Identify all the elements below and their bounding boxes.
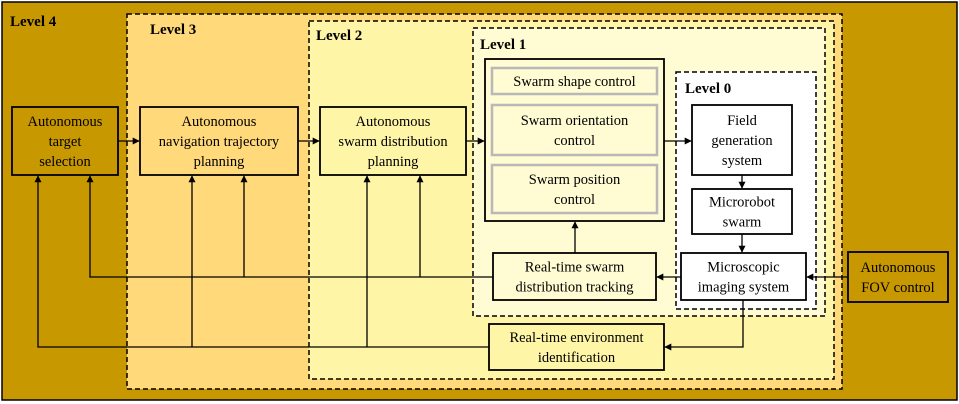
text-line: selection [39, 154, 91, 170]
shape-control-text: Swarm shape control [513, 74, 635, 90]
environment-identification-box: Real-time environment identification [488, 323, 665, 371]
text-line: Autonomous [356, 114, 431, 130]
fov-control-rect [847, 251, 949, 303]
environment-identification-rect [488, 323, 665, 371]
text-line: Microrobot [709, 195, 775, 211]
field-generation-text: Field generation system [711, 113, 773, 169]
text-line: Autonomous [861, 260, 936, 276]
text-line: control [554, 133, 595, 149]
distribution-planning-rect [319, 106, 467, 176]
tracking-feedback-line [86, 175, 493, 278]
field-generation-box: Field generation system [691, 104, 793, 176]
navigation-planning-rect [139, 106, 299, 176]
text-line: Autonomous [182, 114, 257, 130]
level2-label: Level 2 [316, 28, 362, 44]
text-line: FOV control [861, 280, 934, 296]
target-selection-rect [11, 106, 119, 176]
text-line: swarm distribution [338, 134, 448, 150]
text-line: Real-time swarm [525, 260, 625, 276]
level3-label: Level 3 [150, 22, 196, 38]
text-line: planning [368, 154, 419, 170]
target-selection-box: Autonomous target selection [11, 106, 119, 176]
position-control-rect [490, 163, 659, 215]
imaging-system-text: Microscopic imaging system [698, 260, 790, 296]
position-control-text: Swarm position control [529, 172, 621, 208]
text-line: Autonomous [28, 114, 103, 130]
distribution-tracking-rect [492, 252, 657, 301]
microrobot-swarm-box: Microrobot swarm [691, 188, 793, 235]
shape-control-rect [490, 66, 659, 96]
level0-label: Level 0 [685, 81, 731, 97]
text-line: target [49, 134, 82, 150]
orientation-control-box: Swarm orientation control [490, 103, 659, 157]
text-line: planning [194, 154, 245, 170]
text-line: Field [727, 113, 758, 129]
text-line: Swarm shape control [513, 74, 635, 90]
environment-identification-text: Real-time environment identification [509, 330, 643, 366]
text-line: swarm [723, 215, 762, 231]
distribution-planning-text: Autonomous swarm distribution planning [338, 114, 448, 170]
text-line: imaging system [698, 280, 790, 296]
distribution-planning-box: Autonomous swarm distribution planning [319, 106, 467, 176]
navigation-planning-box: Autonomous navigation trajectory planning [139, 106, 299, 176]
distribution-tracking-text: Real-time swarm distribution tracking [516, 260, 634, 296]
field-generation-rect [691, 104, 793, 176]
level4-label: Level 4 [10, 14, 57, 30]
distribution-tracking-box: Real-time swarm distribution tracking [492, 252, 657, 301]
text-line: generation [711, 133, 773, 149]
microrobot-swarm-text: Microrobot swarm [709, 195, 775, 231]
text-line: Microscopic [707, 260, 779, 276]
connector-arrows [34, 137, 848, 351]
microrobot-swarm-rect [691, 188, 793, 235]
imaging-system-box: Microscopic imaging system [680, 252, 807, 301]
text-line: control [554, 192, 595, 208]
text-line: Swarm position [529, 172, 621, 188]
arrow-imaging-to-environment [664, 300, 744, 351]
level1-label: Level 1 [480, 37, 526, 53]
position-control-box: Swarm position control [490, 163, 659, 215]
text-line: Real-time environment [509, 330, 643, 346]
text-line: Swarm orientation [521, 113, 629, 129]
text-line: system [722, 153, 763, 169]
orientation-control-text: Swarm orientation control [521, 113, 629, 149]
target-selection-text: Autonomous target selection [28, 114, 103, 170]
shape-control-box: Swarm shape control [490, 66, 659, 96]
navigation-planning-text: Autonomous navigation trajectory planning [159, 114, 280, 170]
text-line: identification [538, 350, 616, 366]
text-line: distribution tracking [516, 280, 634, 296]
orientation-control-rect [490, 103, 659, 157]
environment-feedback-line [34, 175, 489, 348]
text-line: navigation trajectory [159, 134, 280, 150]
